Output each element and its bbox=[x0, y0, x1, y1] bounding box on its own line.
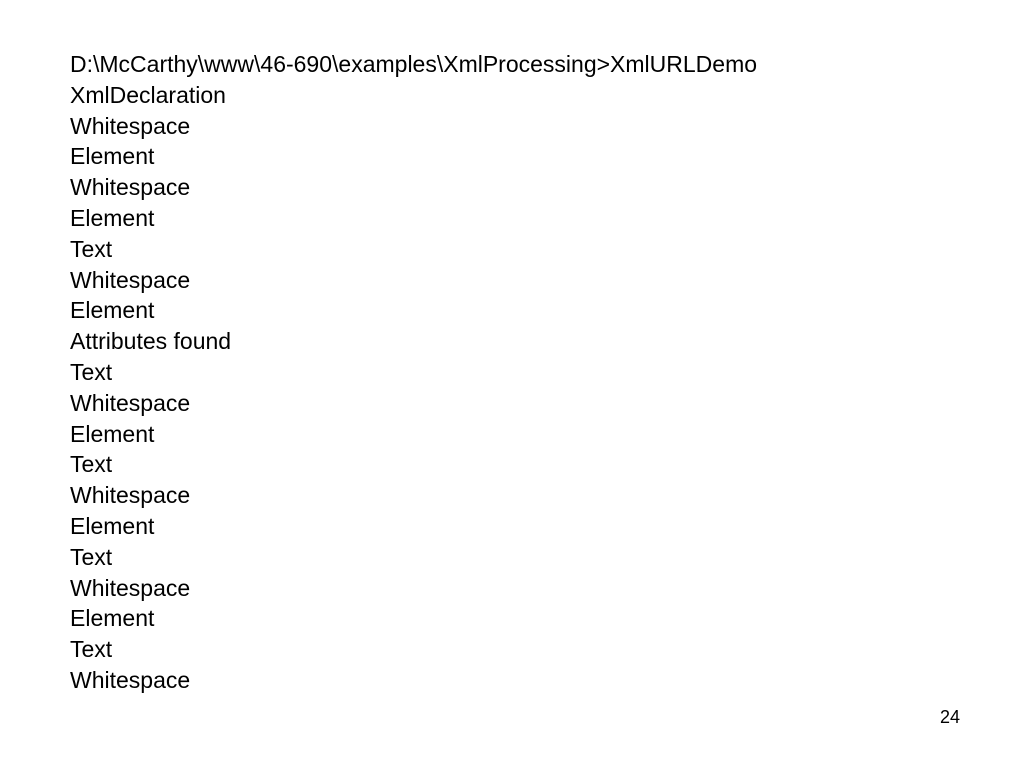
output-line: Whitespace bbox=[70, 112, 191, 139]
output-line: Text bbox=[70, 358, 113, 385]
output-line: Whitespace bbox=[70, 174, 191, 201]
output-line: Text bbox=[70, 451, 113, 478]
output-line: Element bbox=[70, 143, 155, 170]
output-line: Text bbox=[70, 235, 113, 262]
console-output: D:\McCarthy\www\46-690\examples\XmlProce… bbox=[70, 49, 757, 696]
output-line: Element bbox=[70, 605, 155, 632]
output-line: Whitespace bbox=[70, 266, 191, 293]
page-number: 24 bbox=[940, 707, 961, 727]
output-line: Whitespace bbox=[70, 666, 191, 693]
output-line: XmlDeclaration bbox=[70, 81, 226, 108]
output-line: Whitespace bbox=[70, 482, 191, 509]
output-line: Whitespace bbox=[70, 389, 191, 416]
output-line: Element bbox=[70, 512, 155, 539]
output-line-command: D:\McCarthy\www\46-690\examples\XmlProce… bbox=[70, 51, 758, 77]
output-line: Element bbox=[70, 420, 155, 447]
output-line: Text bbox=[70, 543, 113, 570]
output-line: Text bbox=[70, 636, 113, 663]
output-line: Attributes found bbox=[70, 328, 232, 355]
output-line: Whitespace bbox=[70, 574, 191, 601]
output-line: Element bbox=[70, 204, 155, 231]
output-line: Element bbox=[70, 297, 155, 324]
